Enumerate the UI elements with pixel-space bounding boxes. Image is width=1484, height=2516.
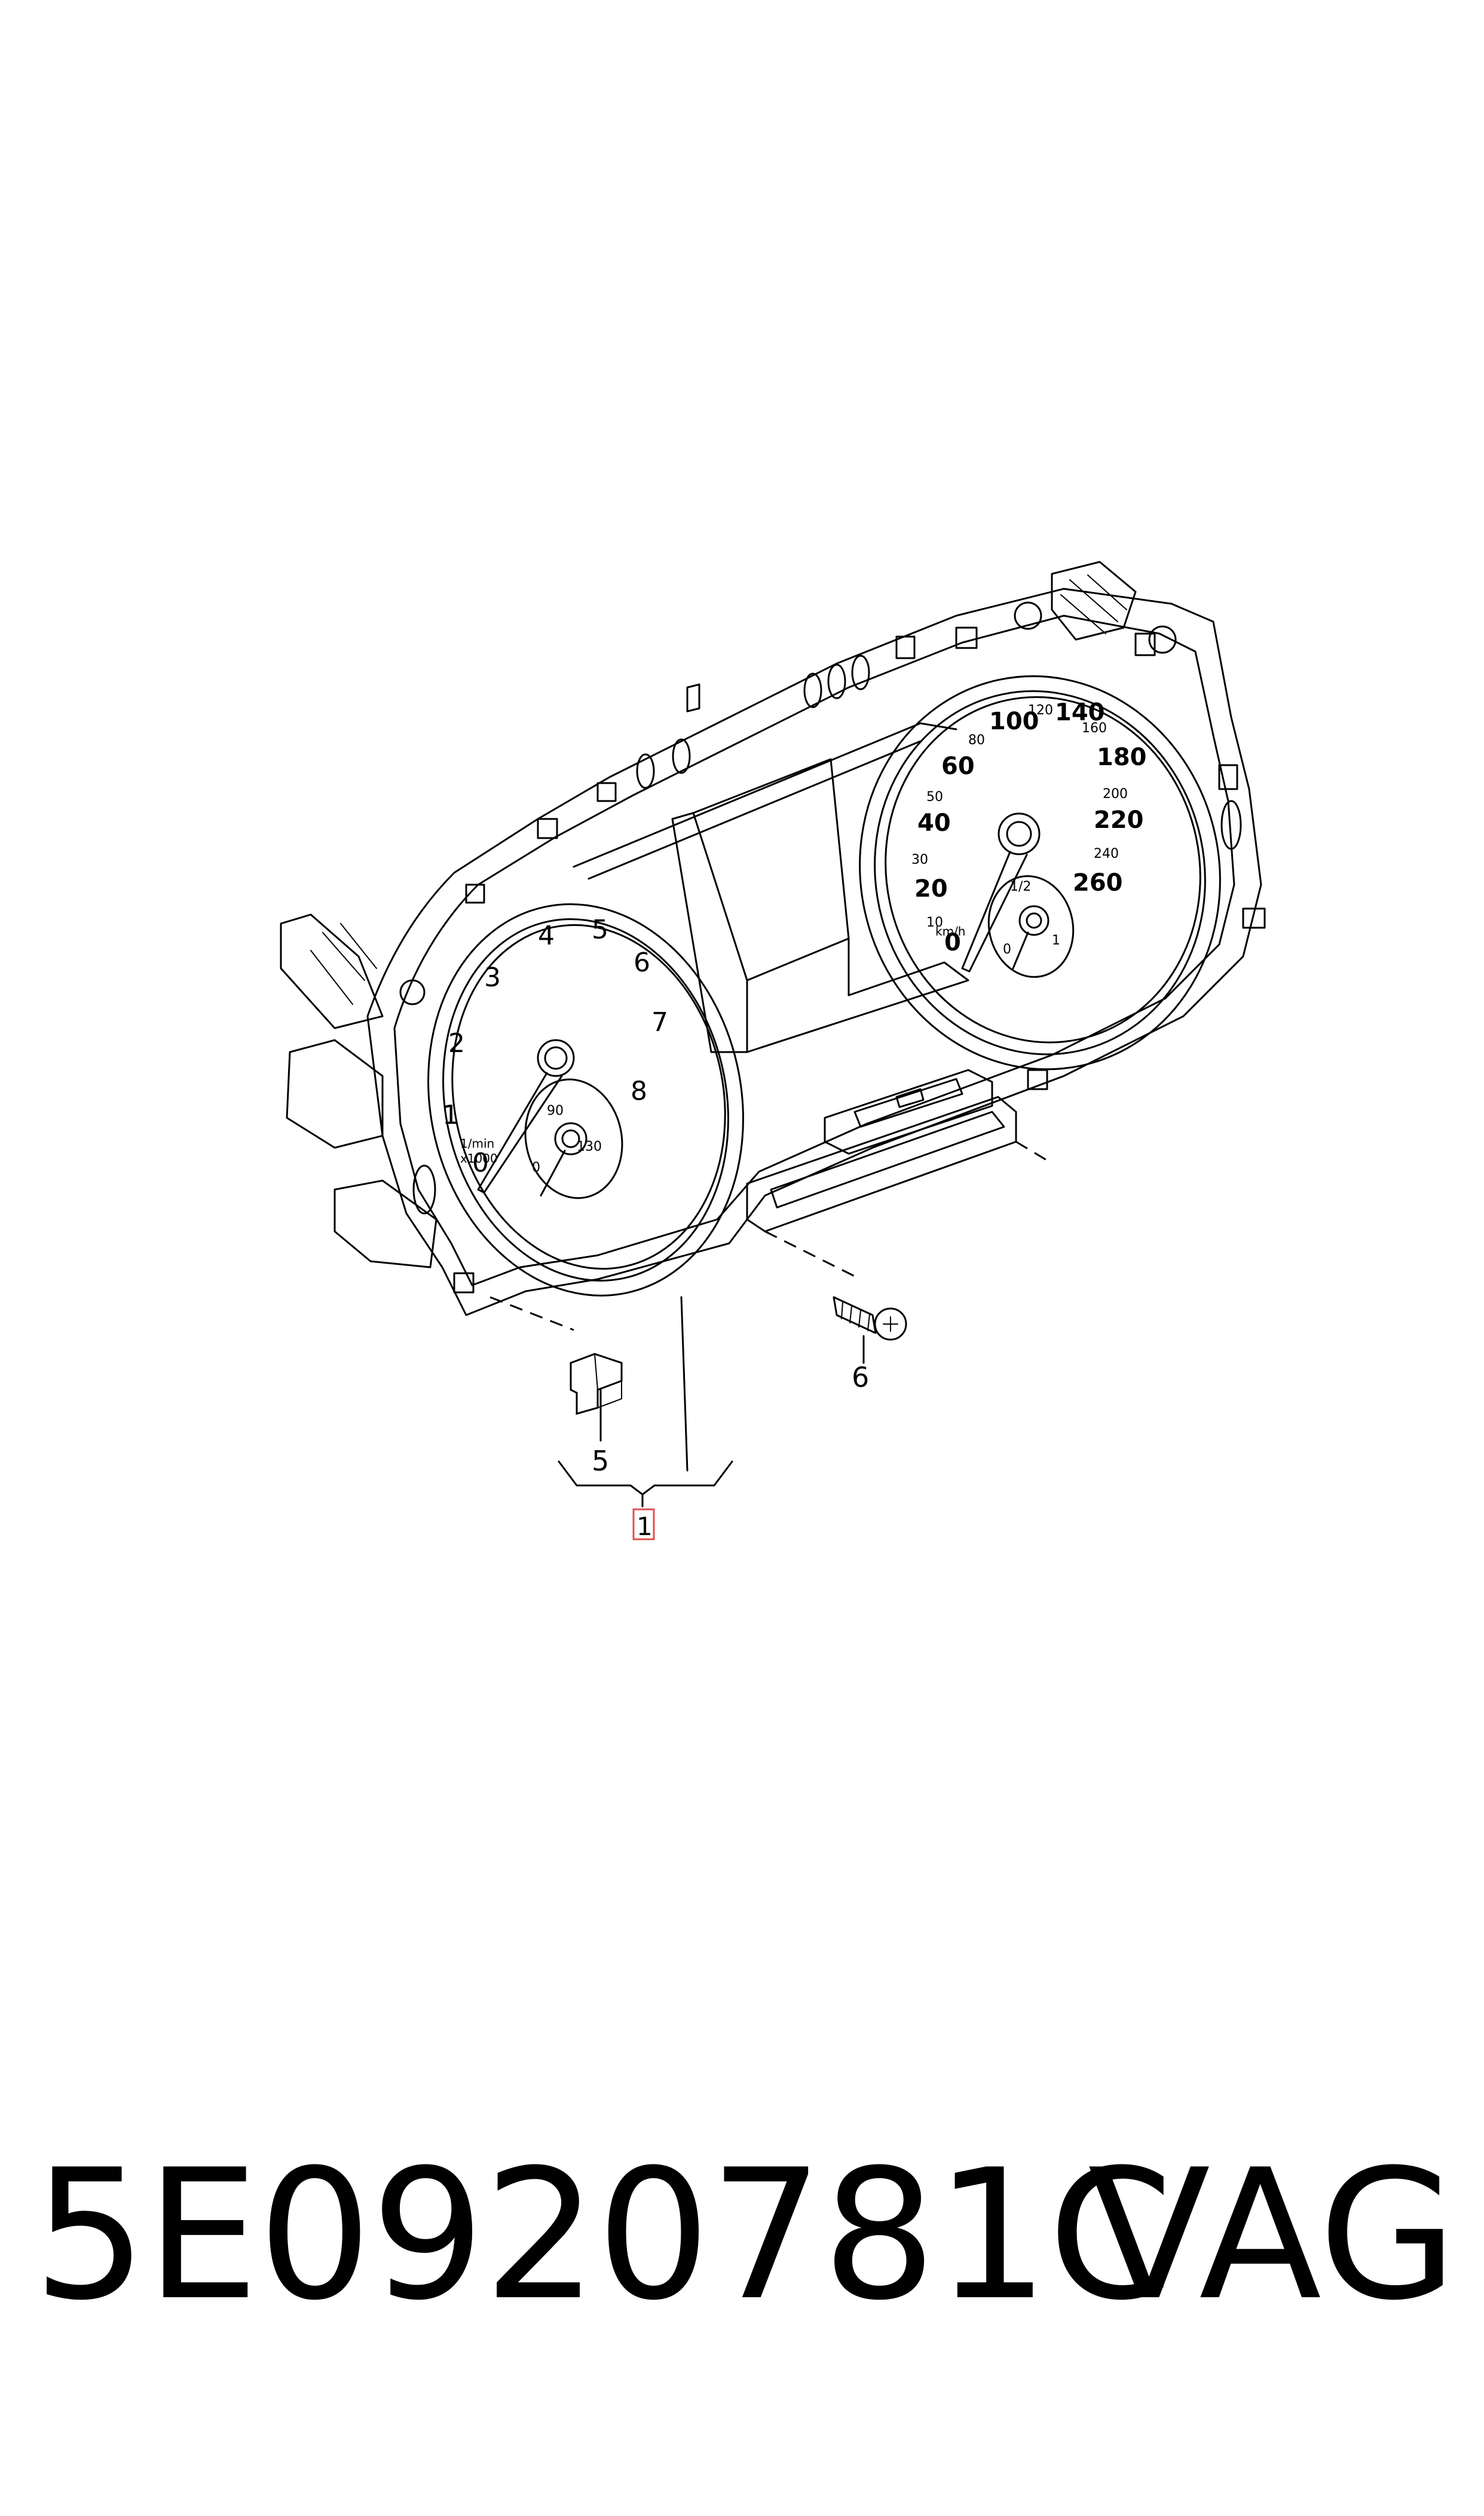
fuel-tick-0: 0 [1003,942,1011,957]
callout-bracket [558,1460,733,1508]
speed-tick-20: 20 [914,875,948,903]
speed-tick-80: 80 [968,733,985,748]
tachometer-gauge: 0 1 2 3 4 5 6 7 8 1/min x1000 90 0 130 [427,903,744,1297]
fuel-tick-half: 1/2 [1010,879,1031,894]
tach-tick-1: 1 [442,1100,459,1130]
speed-tick-50: 50 [926,790,943,805]
speed-unit: km/h [935,924,965,938]
tach-unit-line2: x1000 [460,1151,498,1166]
speed-tick-240: 240 [1094,846,1119,861]
speed-tick-40: 40 [917,809,951,837]
callout-label-1: 1 [637,1512,653,1541]
speed-tick-100: 100 [989,708,1039,735]
speed-tick-30: 30 [911,852,928,867]
speed-tick-180: 180 [1097,744,1147,771]
speed-tick-260: 260 [1073,869,1123,897]
brand-name: VAG [1088,2131,1458,2340]
speed-tick-200: 200 [1103,787,1128,802]
tach-tick-0: 0 [472,1148,489,1178]
fuel-tick-1: 1 [1052,933,1060,948]
temp-tick-90: 90 [547,1103,564,1118]
left-mounting-bracket [280,913,437,1268]
clip-part-5 [570,1353,623,1415]
callout-label-5: 5 [592,1445,609,1477]
tach-tick-8: 8 [631,1076,647,1106]
speed-tick-60: 60 [941,753,975,780]
cluster-housing [366,561,1266,1316]
tach-unit-line1: 1/min [460,1136,494,1151]
speedometer-gauge: 0 20 40 60 100 140 180 220 260 10 30 50 … [859,675,1221,1071]
temp-tick-130: 130 [577,1139,602,1154]
tach-tick-7: 7 [651,1007,668,1038]
speed-tick-10: 10 [926,915,943,930]
tach-tick-4: 4 [538,921,555,951]
screw-part-6 [833,1296,907,1341]
callout-highlight-box [632,1508,655,1540]
temp-tick-0: 0 [532,1160,540,1175]
speed-tick-220: 220 [1094,806,1144,834]
cluster-lower-body [746,1069,1017,1233]
tach-tick-3: 3 [484,962,501,993]
part-number: 5E0920781C [33,2131,1173,2340]
speed-tick-160: 160 [1082,721,1107,736]
callout-label-6: 6 [852,1361,869,1393]
leader-lines [489,1141,1047,1472]
tach-tick-5: 5 [592,915,608,945]
speed-tick-140: 140 [1055,699,1105,726]
speed-tick-120: 120 [1028,703,1053,718]
speed-tick-0: 0 [944,929,961,956]
center-display [573,722,969,1053]
tach-tick-2: 2 [448,1028,465,1059]
tach-tick-6: 6 [634,947,650,978]
